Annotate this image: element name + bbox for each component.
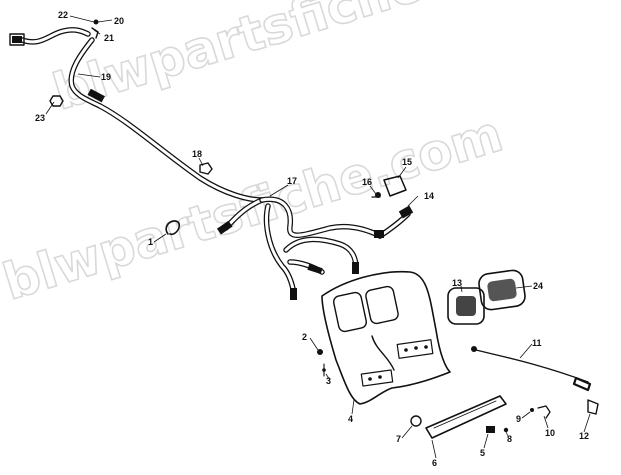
harness-plug-icon xyxy=(216,220,233,235)
callout-22: 22 xyxy=(58,10,68,20)
switch-plate xyxy=(396,339,434,359)
switch-panel xyxy=(410,395,509,439)
steering-notch xyxy=(371,335,395,371)
terminal-icon xyxy=(307,263,323,275)
nut-icon xyxy=(503,427,509,433)
callout-11: 11 xyxy=(532,338,542,348)
switch-icon xyxy=(486,426,495,433)
connector-plug-icon xyxy=(9,33,25,46)
main-harness xyxy=(19,27,411,297)
screw-2-icon xyxy=(317,349,323,355)
callout-9: 9 xyxy=(516,414,521,424)
gauge-face xyxy=(456,296,476,316)
ignition-icon xyxy=(410,415,422,427)
callout-19: 19 xyxy=(101,72,111,82)
clamp-icon xyxy=(165,220,181,236)
callout-1: 1 xyxy=(148,237,153,247)
bracket-10-icon xyxy=(537,405,551,419)
callout-labels: 22 20 21 19 23 18 17 15 16 14 1 13 24 11… xyxy=(35,10,589,468)
callout-6: 6 xyxy=(432,458,437,468)
callout-3: 3 xyxy=(326,376,331,386)
relay-icon xyxy=(383,175,407,197)
callout-10: 10 xyxy=(545,428,555,438)
callout-2: 2 xyxy=(302,332,307,342)
screw-icon xyxy=(93,19,99,25)
switch-connector-icon xyxy=(398,205,414,219)
gauge-opening xyxy=(365,285,399,325)
callout-20: 20 xyxy=(114,16,124,26)
clip-icon xyxy=(199,162,213,175)
watermark-text: blwpartsfiche.com xyxy=(0,104,509,311)
callout-8: 8 xyxy=(507,434,512,444)
callout-13: 13 xyxy=(452,278,462,288)
grommet-icon xyxy=(49,95,64,107)
leader-lines xyxy=(45,15,591,459)
callout-24: 24 xyxy=(533,281,543,291)
callout-7: 7 xyxy=(396,434,401,444)
cable-knob-icon xyxy=(471,346,477,352)
callout-12: 12 xyxy=(579,431,589,441)
connectors xyxy=(9,19,414,300)
callout-18: 18 xyxy=(192,149,202,159)
callout-5: 5 xyxy=(480,448,485,458)
junction-block-icon xyxy=(374,230,384,238)
switch-panel-plate xyxy=(425,395,507,439)
gauge-opening xyxy=(332,291,368,333)
switch-panel-edge xyxy=(433,400,497,429)
callout-17: 17 xyxy=(287,176,297,186)
bracket-icon xyxy=(91,27,99,39)
inline-connector-icon xyxy=(87,88,105,103)
callout-4: 4 xyxy=(348,414,353,424)
cable-end-icon xyxy=(572,376,592,392)
terminal-icon xyxy=(290,288,297,300)
callout-14: 14 xyxy=(424,191,434,201)
console-panel xyxy=(321,270,451,405)
terminal-icon xyxy=(352,262,359,274)
connector-plug-body xyxy=(12,36,22,43)
cable-assembly xyxy=(471,346,599,419)
callout-23: 23 xyxy=(35,113,45,123)
callout-15: 15 xyxy=(402,157,412,167)
callout-16: 16 xyxy=(362,177,372,187)
bracket-12-icon xyxy=(587,399,599,415)
washer-9-icon xyxy=(530,408,534,412)
gauge-face xyxy=(487,278,517,302)
switch-plate xyxy=(360,369,394,387)
callout-21: 21 xyxy=(104,33,114,43)
